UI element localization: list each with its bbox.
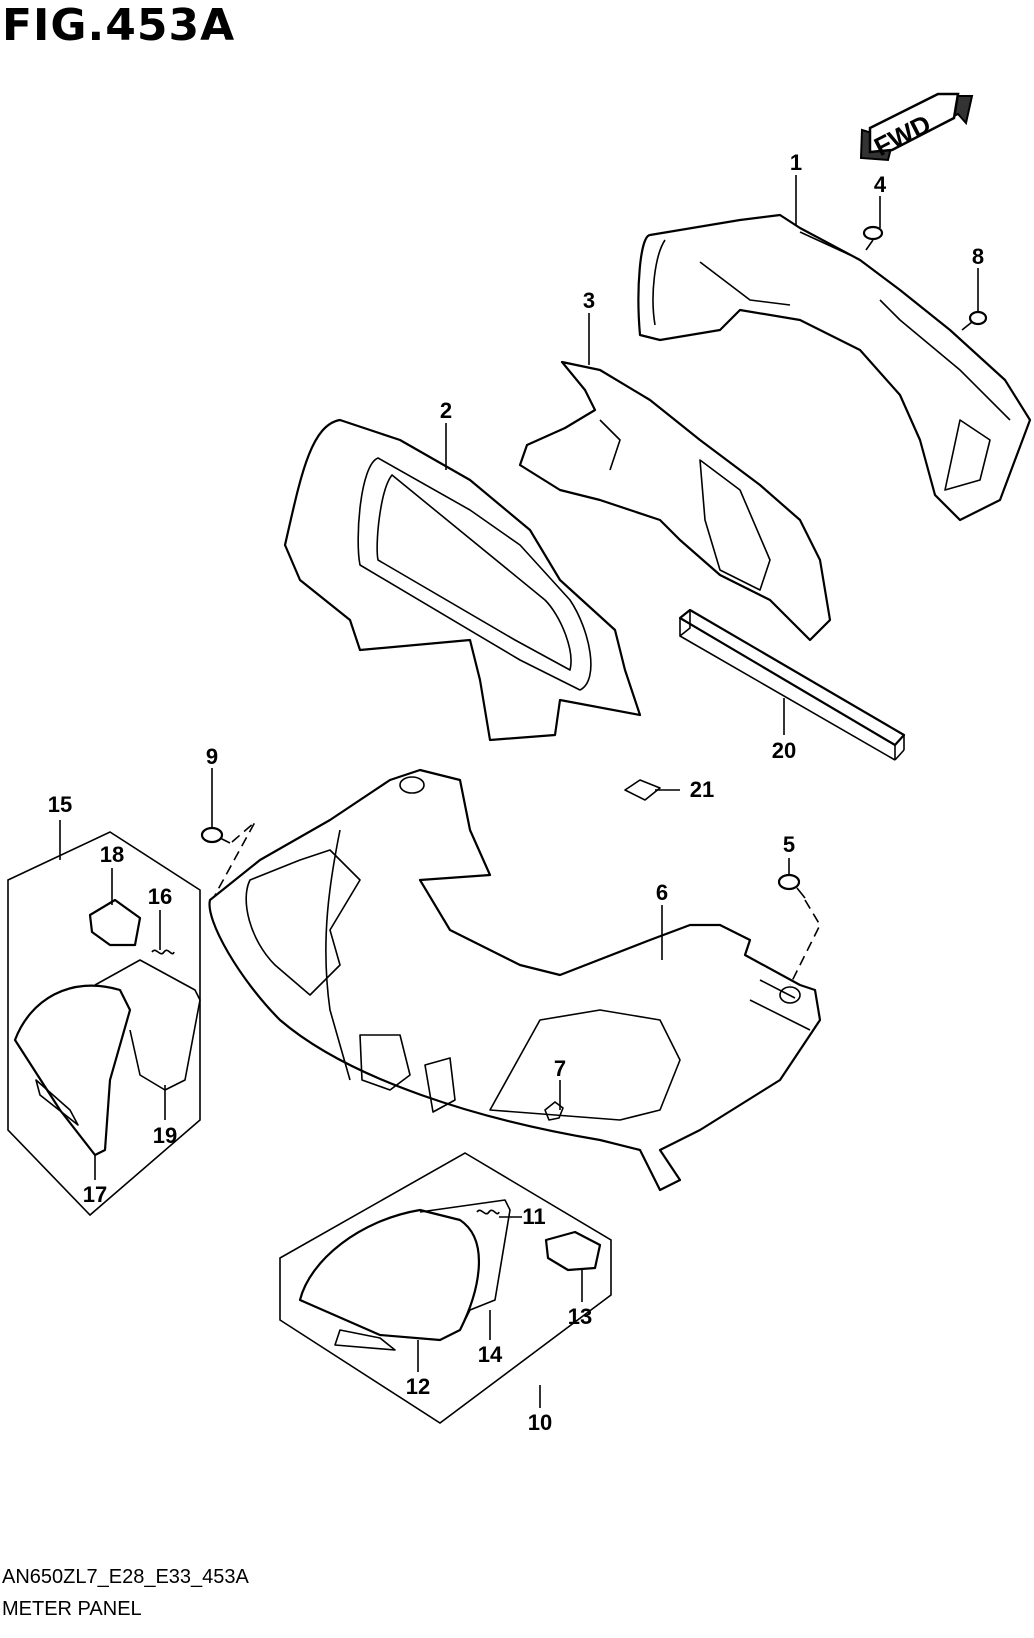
callout-16: 16	[148, 884, 172, 909]
part-10-assembly-outline	[279, 1152, 612, 1424]
callout-20: 20	[772, 738, 796, 763]
callout-21: 21	[690, 777, 714, 802]
callout-6: 6	[656, 880, 668, 905]
callout-7: 7	[554, 1056, 566, 1081]
part-9-screw	[200, 826, 231, 844]
model-code: AN650ZL7_E28_E33_453A	[2, 1566, 249, 1588]
callout-2: 2	[440, 398, 452, 423]
part-7-clip	[544, 1101, 564, 1121]
callout-8: 8	[972, 244, 984, 269]
figure-title: FIG.453A	[2, 0, 236, 51]
callout-9: 9	[206, 744, 218, 769]
install-line-9	[214, 821, 256, 896]
part-16-spring	[151, 949, 175, 955]
part-18-cap	[88, 898, 142, 947]
leader-lines	[59, 175, 979, 1408]
callout-19: 19	[153, 1123, 177, 1148]
part-8-screw	[961, 310, 988, 331]
part-3-inner-bracket	[518, 360, 832, 642]
callout-10: 10	[528, 1410, 552, 1435]
install-line-5	[789, 899, 821, 986]
part-21-label	[624, 779, 661, 801]
part-1-upper-cover	[637, 213, 1032, 522]
callout-13: 13	[568, 1304, 592, 1329]
part-12-lower-lid	[298, 1199, 511, 1351]
callout-18: 18	[100, 842, 124, 867]
callout-12: 12	[406, 1374, 430, 1399]
callout-3: 3	[583, 288, 595, 313]
part-11-spring	[476, 1209, 500, 1215]
callout-17: 17	[83, 1182, 107, 1207]
part-6-lower-panel	[208, 768, 822, 1192]
section-name: METER PANEL	[2, 1598, 142, 1620]
callout-1: 1	[790, 150, 802, 175]
callout-5: 5	[783, 832, 795, 857]
callout-11: 11	[522, 1204, 545, 1229]
callout-numbers: 1 2 3 4 5 6 7 8 9 10 11 12 13 14 15 16 1…	[48, 150, 984, 1435]
part-13-cap	[544, 1230, 602, 1272]
callout-14: 14	[478, 1342, 503, 1367]
forward-arrow-icon: FWD	[859, 92, 974, 162]
part-15-assembly-outline	[7, 831, 201, 1217]
callout-15: 15	[48, 792, 72, 817]
part-2-meter-frame	[283, 418, 642, 742]
part-17-side-lid	[13, 959, 201, 1157]
part-4-clip	[862, 225, 884, 251]
part-20-strip	[678, 608, 906, 761]
callout-4: 4	[874, 172, 887, 197]
part-5-screw	[777, 873, 806, 899]
